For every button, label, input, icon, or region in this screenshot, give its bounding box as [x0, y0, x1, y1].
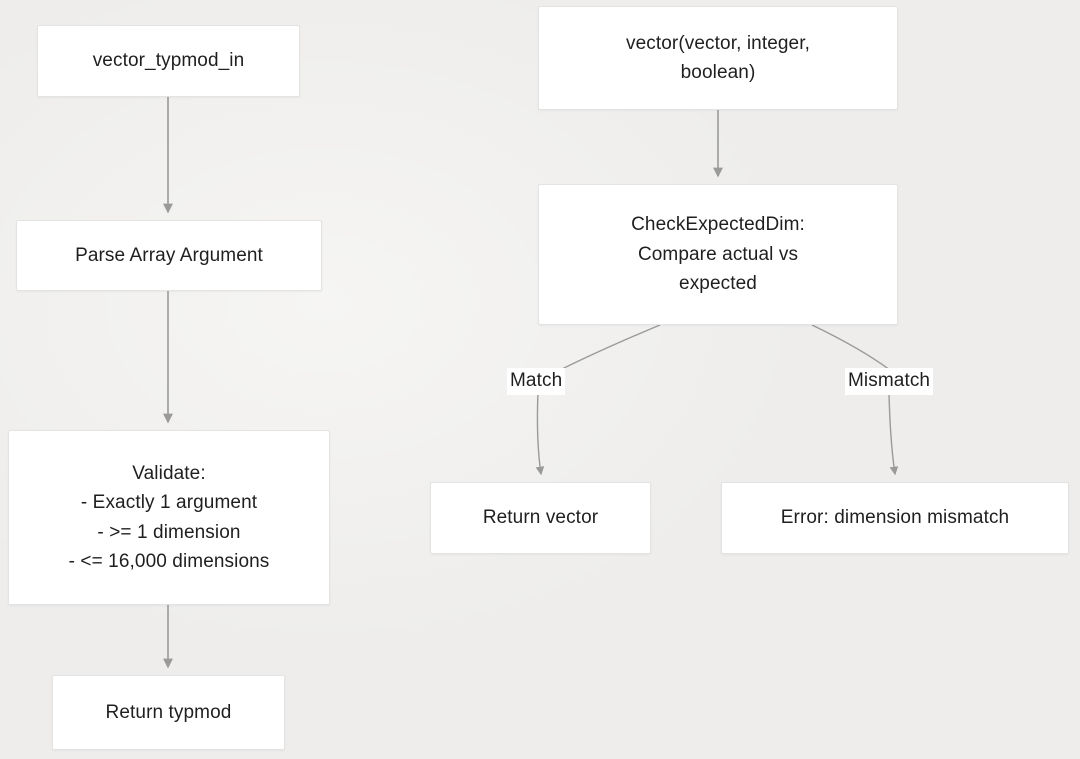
node-label-line-1: CheckExpectedDim: — [631, 214, 805, 236]
node-error-dimension-mismatch[interactable]: Error: dimension mismatch — [721, 482, 1069, 554]
node-label-line-2: boolean) — [680, 62, 756, 83]
node-label: Error: dimension mismatch — [780, 507, 1010, 529]
node-label-line-3: - >= 1 dimension — [97, 521, 241, 543]
node-vector-signature[interactable]: vector(vector, integer, boolean) — [538, 6, 898, 110]
node-label: vector_typmod_in — [92, 50, 245, 72]
node-vector-typmod-in[interactable]: vector_typmod_in — [37, 25, 300, 97]
node-validate[interactable]: Validate: - Exactly 1 argument - >= 1 di… — [8, 430, 330, 605]
edge-checkdim-to-error — [811, 324, 891, 371]
node-return-vector[interactable]: Return vector — [430, 482, 651, 554]
node-label-line-1: vector(vector, integer, — [626, 32, 810, 54]
node-label: Return vector — [482, 507, 599, 529]
edge-label-mismatch: Mismatch — [845, 368, 934, 395]
edge-match-to-return-vector — [535, 391, 545, 476]
node-label-line-3: expected — [679, 273, 757, 295]
node-label-line-2: - Exactly 1 argument — [80, 492, 258, 514]
edge-label-match: Match — [507, 368, 566, 395]
node-label-line-2: Compare actual vs — [637, 243, 799, 265]
node-label: Return typmod — [105, 701, 232, 723]
edge-mismatch-to-error — [888, 391, 899, 476]
edge-checkdim-to-return-vector — [555, 324, 661, 373]
node-return-typmod[interactable]: Return typmod — [52, 675, 285, 750]
node-label-line-4: - <= 16,000 dimensions — [68, 550, 270, 572]
node-label-line-1: Validate: — [132, 462, 206, 484]
node-label: Parse Array Argument — [75, 244, 263, 266]
node-parse-array-argument[interactable]: Parse Array Argument — [16, 220, 322, 291]
node-check-expected-dim[interactable]: CheckExpectedDim: Compare actual vs expe… — [538, 184, 898, 325]
